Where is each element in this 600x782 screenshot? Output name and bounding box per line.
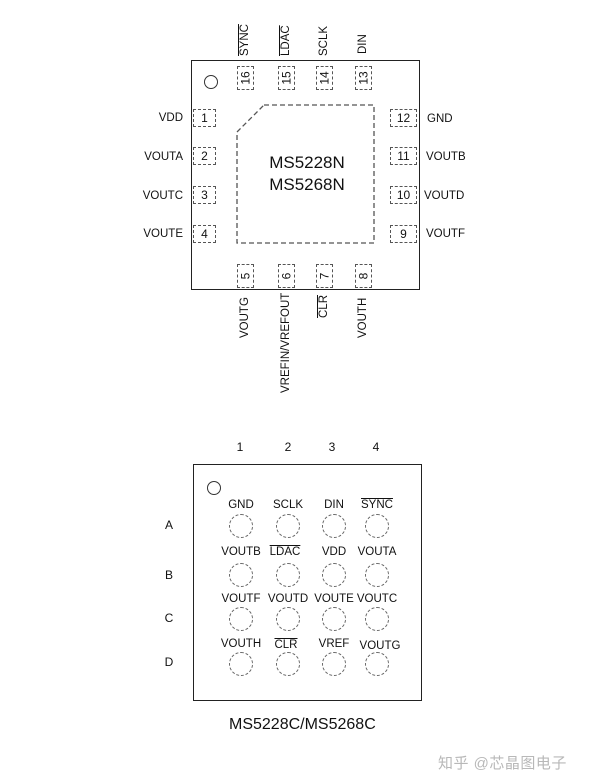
qfn-pin-6: 6 <box>278 264 295 288</box>
bga-ball-label-a4: SYNC <box>361 499 393 511</box>
bga-ball-label-d1: VOUTH <box>220 638 262 650</box>
bga-ball-b4 <box>365 563 389 587</box>
bga-column-label-1: 1 <box>236 440 244 454</box>
qfn-pin-12: 12 <box>390 109 417 127</box>
bga-row-label-a: A <box>164 518 173 532</box>
qfn-pin-5: 5 <box>237 264 254 288</box>
bga-ball-c4 <box>365 607 389 631</box>
qfn-pin-label-vouta: VOUTA <box>144 151 183 163</box>
qfn-pin-label-voutd: VOUTD <box>424 190 465 202</box>
qfn-pin1-marker-icon <box>204 75 218 89</box>
bga-ball-label-b1: VOUTB <box>221 546 261 558</box>
bga-ball-c3 <box>322 607 346 631</box>
qfn-package-body <box>191 60 420 290</box>
qfn-pin-label-voutf: VOUTF <box>426 228 465 240</box>
qfn-pin-14: 14 <box>316 66 333 90</box>
qfn-pin-11: 11 <box>390 147 417 165</box>
bga-ball-c2 <box>276 607 300 631</box>
bga-pin1-marker-icon <box>207 481 221 495</box>
bga-ball-label-c4: VOUTC <box>356 593 398 605</box>
bga-ball-label-b3: VDD <box>321 546 347 558</box>
bga-row-label-c: C <box>164 611 174 625</box>
bga-ball-label-c3: VOUTE <box>314 593 354 605</box>
bga-row-label-b: B <box>164 568 173 582</box>
qfn-exposed-pad <box>236 104 375 244</box>
qfn-pin-3: 3 <box>193 186 216 204</box>
qfn-pin-13: 13 <box>355 66 372 90</box>
qfn-pin-8: 8 <box>355 264 372 288</box>
bga-ball-a4 <box>365 514 389 538</box>
bga-ball-label-b2: LDAC <box>269 546 301 558</box>
bga-ball-label-d3: VREF <box>318 638 350 650</box>
bga-ball-d2 <box>276 652 300 676</box>
qfn-pin-label-gnd: GND <box>427 113 453 125</box>
qfn-part-name-1: MS5228N <box>269 153 345 172</box>
bga-ball-label-a1: GND <box>228 499 254 511</box>
qfn-pin-label-clr: CLR <box>318 294 330 318</box>
qfn-pin-label-voute: VOUTE <box>143 228 183 240</box>
bga-column-label-3: 3 <box>328 440 336 454</box>
qfn-pin-label-din: DIN <box>357 34 369 54</box>
qfn-pin-label-vouth: VOUTH <box>357 297 369 338</box>
bga-ball-a3 <box>322 514 346 538</box>
qfn-pin-1: 1 <box>193 109 216 127</box>
bga-ball-d3 <box>322 652 346 676</box>
bga-column-label-4: 4 <box>372 440 380 454</box>
qfn-pin-10: 10 <box>390 186 417 204</box>
qfn-pin-label-vdd: VDD <box>158 112 183 124</box>
bga-ball-b3 <box>322 563 346 587</box>
qfn-pin-15: 15 <box>278 66 295 90</box>
bga-ball-a2 <box>276 514 300 538</box>
bga-ball-label-a3: DIN <box>324 499 344 511</box>
qfn-pin-label-sync: SYNC <box>239 24 251 56</box>
qfn-pin-label-vrefin-vrefout: VREFIN/VREFOUT <box>280 292 292 393</box>
bga-ball-a1 <box>229 514 253 538</box>
qfn-pin-2: 2 <box>193 147 216 165</box>
bga-ball-label-d2: CLR <box>274 639 298 651</box>
qfn-pin-label-voutc: VOUTC <box>142 190 183 202</box>
qfn-pin-label-voutg: VOUTG <box>239 297 251 338</box>
qfn-part-name-2: MS5268N <box>269 175 345 194</box>
qfn-pin-label-voutb: VOUTB <box>426 151 466 163</box>
bga-ball-label-a2: SCLK <box>272 499 304 511</box>
bga-ball-c1 <box>229 607 253 631</box>
bga-column-label-2: 2 <box>284 440 292 454</box>
bga-ball-b1 <box>229 563 253 587</box>
qfn-part-name: MS5228N MS5268N <box>249 152 365 196</box>
bga-ball-label-b4: VOUTA <box>357 546 397 558</box>
qfn-pin-9: 9 <box>390 225 417 243</box>
bga-ball-d4 <box>365 652 389 676</box>
bga-ball-label-c2: VOUTD <box>267 593 309 605</box>
bga-ball-label-c1: VOUTF <box>221 593 261 605</box>
qfn-pin-7: 7 <box>316 264 333 288</box>
qfn-pin-16: 16 <box>237 66 254 90</box>
qfn-pin-4: 4 <box>193 225 216 243</box>
bga-row-label-d: D <box>164 655 174 669</box>
bga-ball-b2 <box>276 563 300 587</box>
bga-ball-label-d4: VOUTG <box>359 640 401 652</box>
qfn-pin-label-ldac: LDAC <box>280 25 292 56</box>
bga-caption: MS5228C/MS5268C <box>229 716 376 733</box>
watermark: 知乎 @芯晶图电子 <box>438 755 567 772</box>
bga-ball-d1 <box>229 652 253 676</box>
qfn-pin-label-sclk: SCLK <box>318 25 330 56</box>
